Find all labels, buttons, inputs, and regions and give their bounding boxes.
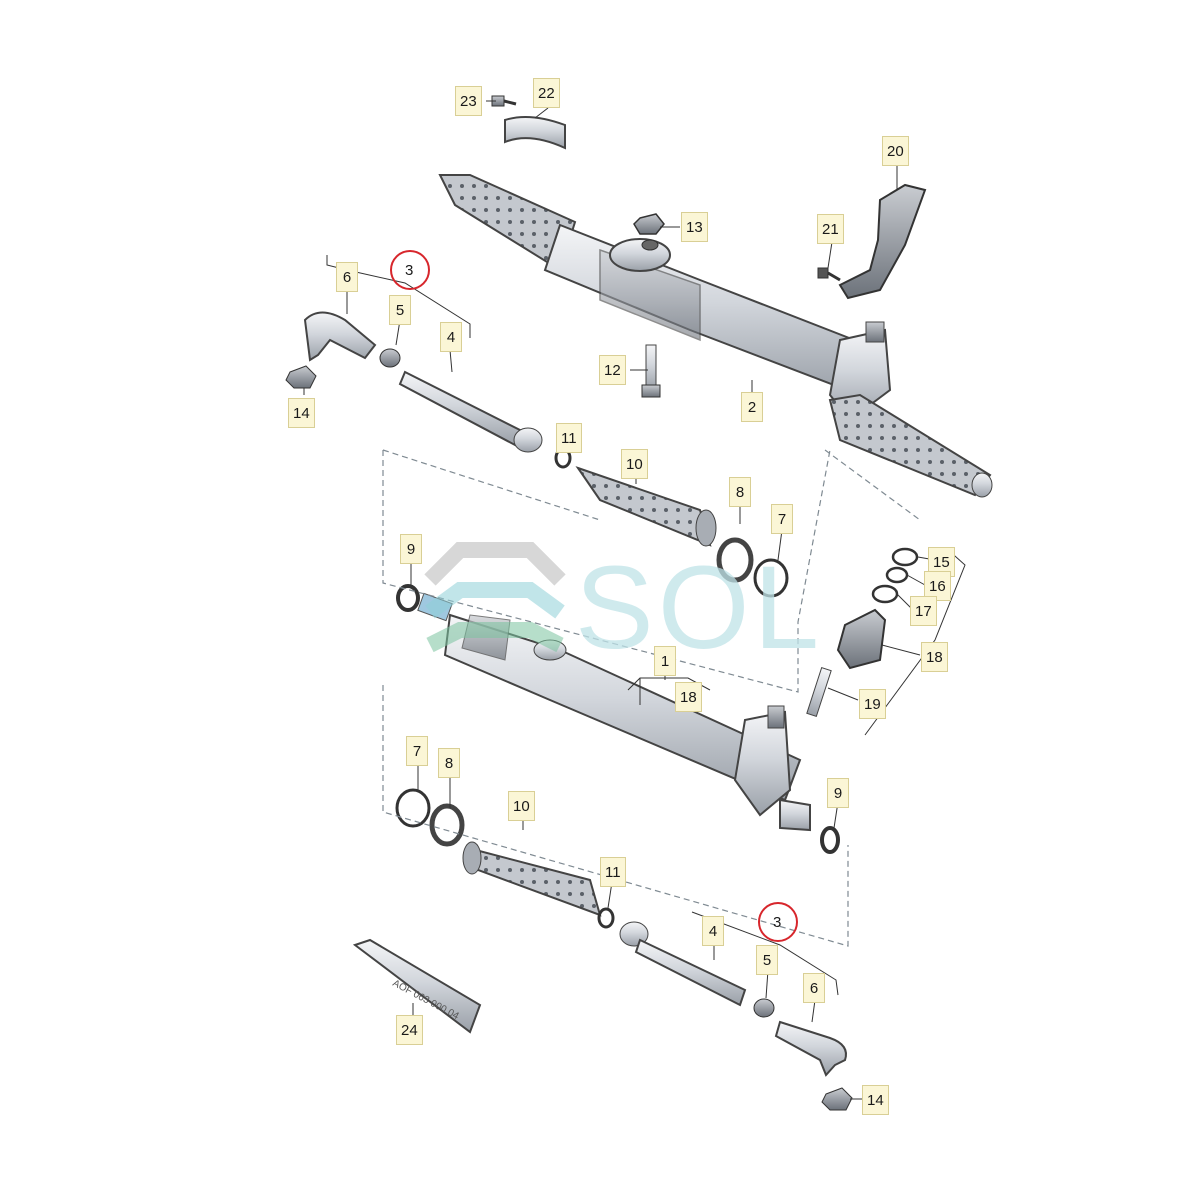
bolt-19 — [806, 666, 832, 718]
callout-18-center: 18 — [675, 682, 702, 712]
callout-3-lower: 3 — [773, 914, 782, 931]
nut-5-upper — [379, 348, 401, 368]
callout-7-lower: 7 — [406, 736, 428, 766]
seal-15 — [891, 547, 919, 567]
clip-11-lower — [597, 907, 615, 929]
highlight-ring-upper — [390, 250, 430, 290]
callout-10-upper: 10 — [621, 449, 648, 479]
callout-19: 19 — [859, 689, 886, 719]
callout-23: 23 — [455, 86, 482, 116]
callout-4-upper: 4 — [440, 322, 462, 352]
callout-8-upper: 8 — [729, 477, 751, 507]
inner-tie-rod-4-lower — [619, 921, 747, 1007]
assembly-outline — [382, 449, 921, 947]
tie-rod-end-6-lower — [774, 1020, 847, 1077]
leader-lines — [303, 100, 966, 1100]
callout-8-lower: 8 — [438, 748, 460, 778]
callout-6-lower: 6 — [803, 973, 825, 1003]
highlight-ring-lower — [758, 902, 798, 942]
callout-21: 21 — [817, 214, 844, 244]
callout-12: 12 — [599, 355, 626, 385]
seal-16 — [885, 566, 909, 584]
nut-14-upper — [285, 365, 317, 389]
ring-7-lower — [395, 788, 431, 828]
callout-5-upper: 5 — [389, 295, 411, 325]
nut-14-lower — [821, 1087, 853, 1111]
callout-20: 20 — [882, 136, 909, 166]
bolt-12 — [641, 344, 661, 398]
washer-9-lower — [820, 826, 840, 854]
washer-9-upper — [396, 584, 420, 612]
callout-22: 22 — [533, 78, 560, 108]
tie-rod-end-6-upper — [303, 311, 377, 362]
watermark-text: SOL — [575, 542, 824, 674]
nut-5-lower — [753, 998, 775, 1018]
callout-3-upper: 3 — [405, 262, 414, 279]
valve-body-18 — [836, 608, 887, 670]
callout-11-upper: 11 — [556, 423, 582, 453]
bolt-21 — [817, 267, 841, 282]
callout-9-lower: 9 — [827, 778, 849, 808]
boot-10-lower — [462, 841, 602, 917]
nut-13 — [633, 213, 665, 235]
callout-2: 2 — [741, 392, 763, 422]
ring-7-upper — [753, 558, 789, 598]
callout-14-upper: 14 — [288, 398, 315, 428]
callout-24: 24 — [396, 1015, 423, 1045]
callout-14-lower: 14 — [862, 1085, 889, 1115]
inner-tie-rod-4-upper — [398, 370, 543, 453]
clamp-8-upper — [716, 537, 754, 583]
callout-4-lower: 4 — [702, 916, 724, 946]
steering-rack-upper — [438, 174, 993, 498]
callout-1: 1 — [654, 646, 676, 676]
callout-11-lower: 11 — [600, 857, 626, 887]
callout-7-upper: 7 — [771, 504, 793, 534]
callout-18-right: 18 — [921, 642, 948, 672]
clamp-8-lower — [429, 803, 465, 847]
seal-17 — [871, 584, 899, 604]
callout-13: 13 — [681, 212, 708, 242]
callout-17: 17 — [910, 596, 937, 626]
callout-6-upper: 6 — [336, 262, 358, 292]
clamp-22 — [504, 115, 566, 150]
bracket-20 — [838, 183, 927, 300]
watermark-logo — [424, 542, 566, 653]
callout-5-lower: 5 — [756, 945, 778, 975]
steering-rack-lower — [417, 592, 811, 832]
boot-10-upper — [575, 466, 717, 547]
callout-9-upper: 9 — [400, 534, 422, 564]
callout-10-lower: 10 — [508, 791, 535, 821]
